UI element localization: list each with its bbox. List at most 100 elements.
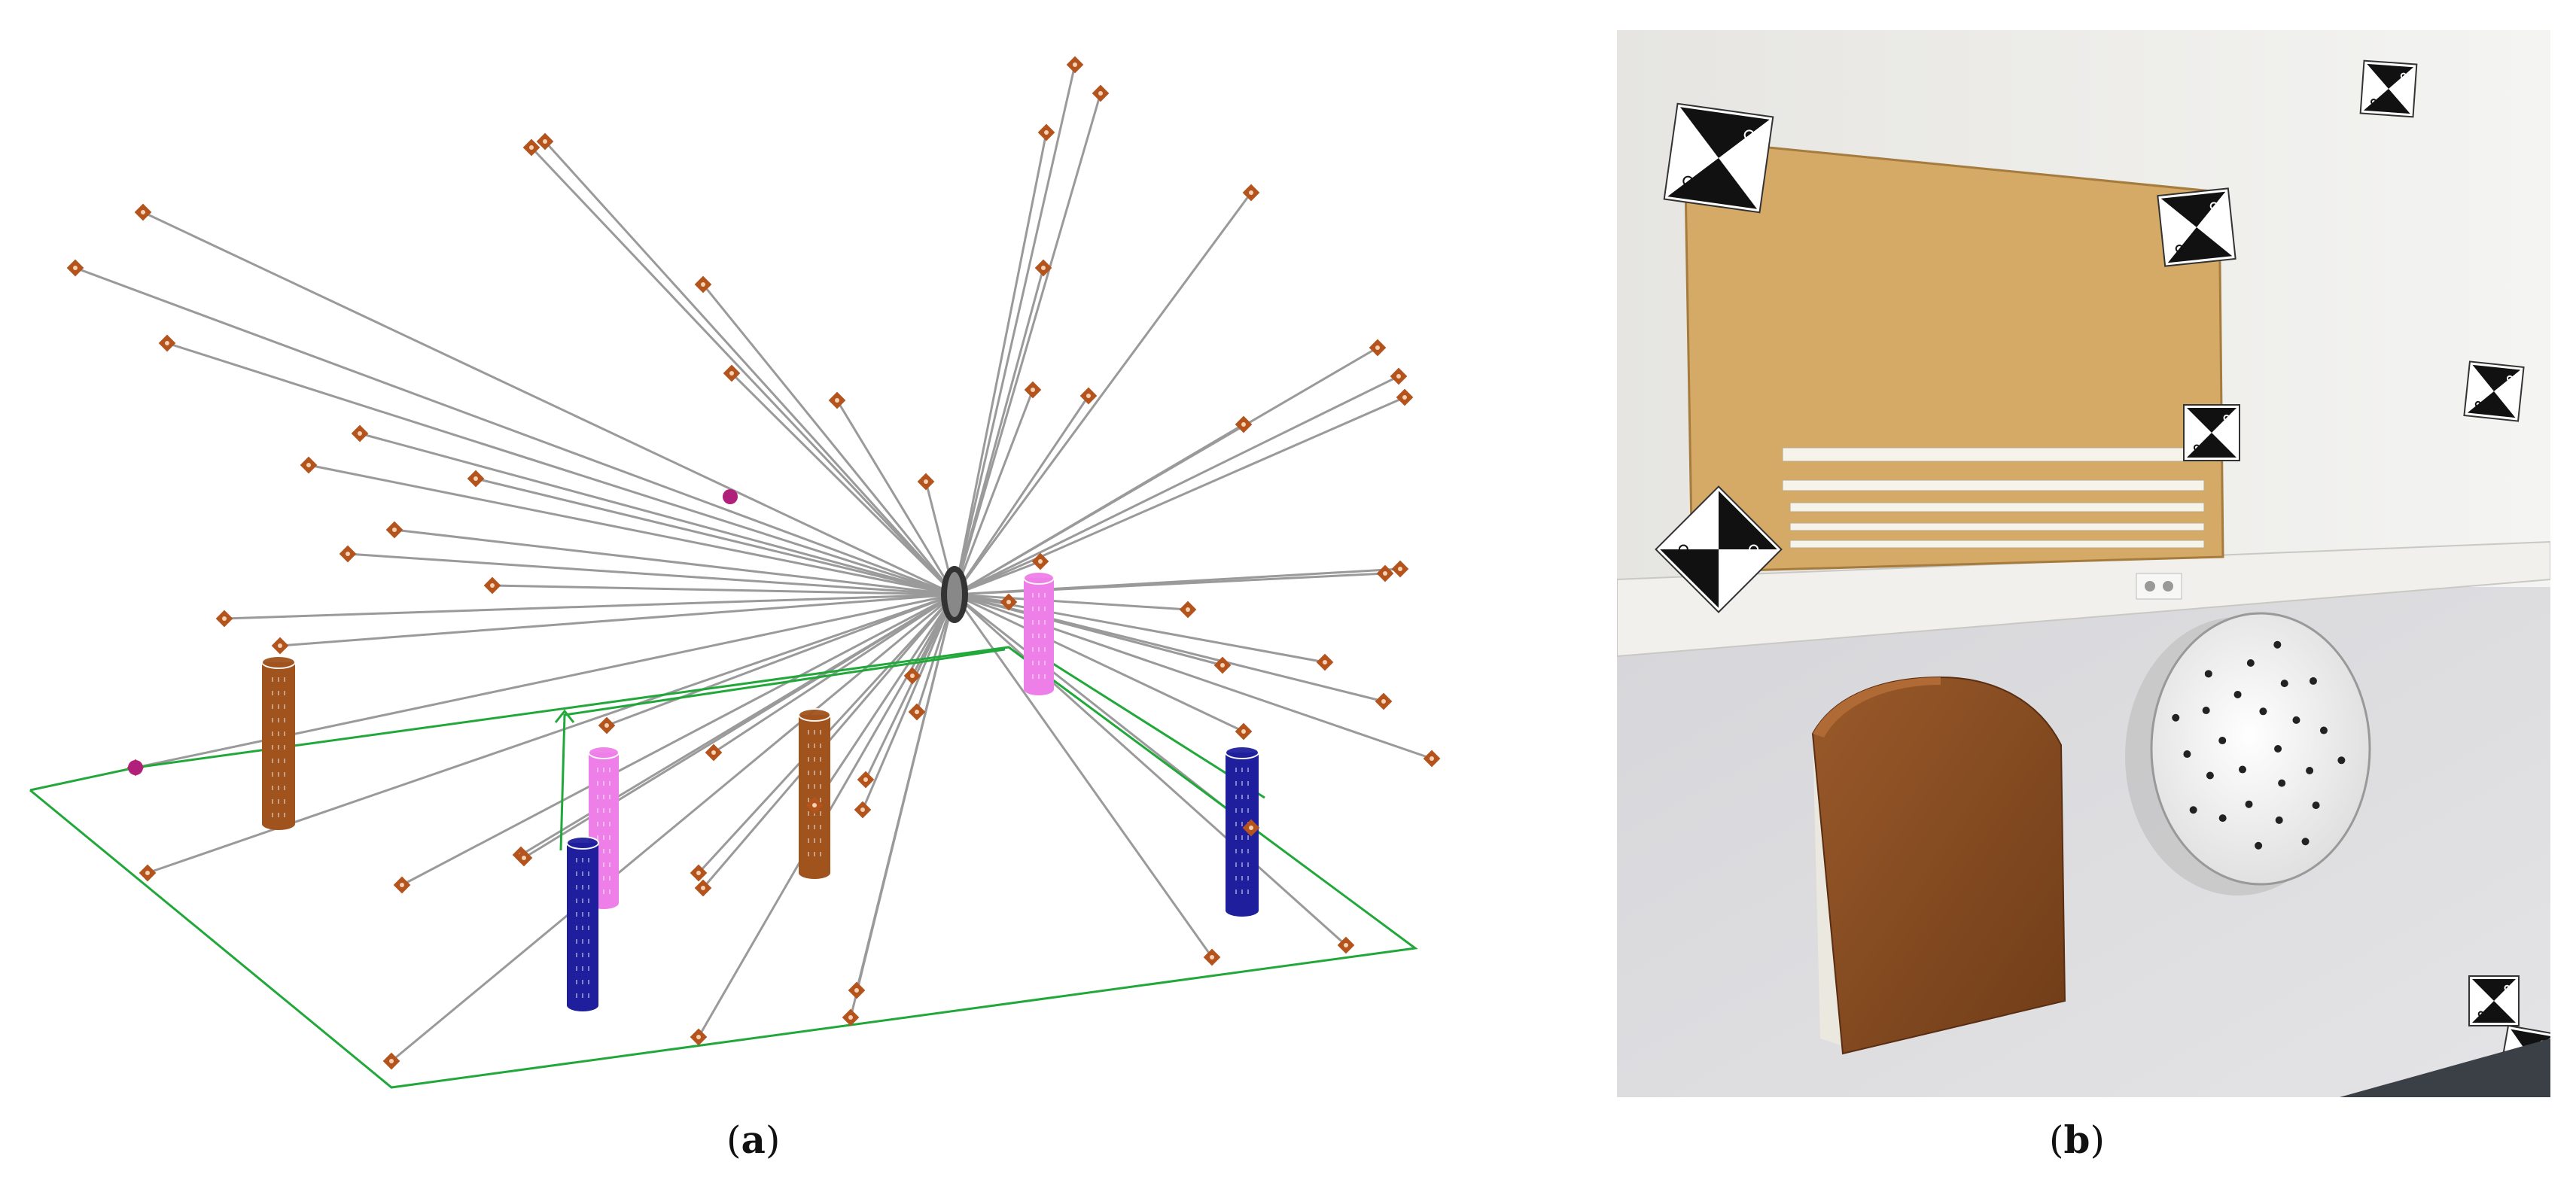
wall-ledge <box>1617 540 2550 658</box>
panel-a-simulation <box>29 56 1441 1089</box>
target-marker-icon <box>598 716 616 734</box>
target-marker-icon <box>1179 601 1197 619</box>
dish-marker-dot <box>2280 680 2288 688</box>
scan-ray <box>836 400 956 595</box>
scan-ray <box>954 593 1326 664</box>
highlight-marker-icon <box>128 760 143 775</box>
dish-marker-dot <box>2259 707 2267 716</box>
scan-ray <box>347 552 955 596</box>
scan-ray <box>308 464 955 596</box>
target-marker-icon <box>1031 552 1049 570</box>
checkerboard-target-icon <box>1663 102 1774 214</box>
scan-ray <box>954 375 1399 596</box>
plywood-board <box>1683 138 2224 573</box>
lower-wall <box>1617 587 2550 1097</box>
simulation-diagram <box>29 56 1441 1089</box>
target-marker-icon <box>1079 387 1098 405</box>
target-marker-icon <box>1390 367 1408 385</box>
checkerboard-target-icon <box>2463 360 2525 422</box>
scan-ray <box>75 266 955 596</box>
power-outlet-icon <box>2136 573 2182 600</box>
wooden-rods <box>1782 447 2205 549</box>
scan-ray <box>166 342 955 596</box>
scan-ray <box>954 560 1041 596</box>
dish-marker-dot <box>2206 771 2214 780</box>
test-wall-photo <box>1617 30 2550 1097</box>
scan-ray <box>224 593 955 620</box>
target-marker-icon <box>908 703 926 721</box>
dish-marker-dot <box>2274 745 2282 753</box>
scan-ray <box>394 528 955 596</box>
dish-marker-dot <box>2319 726 2328 734</box>
target-marker-icon <box>134 203 152 221</box>
dish-marker-dot <box>2292 716 2300 724</box>
scan-ray <box>530 146 956 596</box>
cylinders <box>261 571 1259 1011</box>
target-marker-icon <box>1034 259 1052 277</box>
scan-ray <box>702 284 956 595</box>
scan-ray <box>953 593 1347 947</box>
dish-marker-dot <box>2278 779 2286 787</box>
caption-a-close: ) <box>765 1118 781 1162</box>
target-marker-icon <box>805 796 824 814</box>
scan-ray <box>954 423 1244 596</box>
target-marker-icon <box>694 879 712 897</box>
target-marker-icon <box>1423 750 1441 768</box>
cylinder <box>261 655 296 830</box>
target-marker-icon <box>1396 388 1414 406</box>
dish-marker-dot <box>2246 658 2255 667</box>
scan-ray <box>953 389 1034 595</box>
target-marker-icon <box>158 334 176 352</box>
dish-marker-dot <box>2218 737 2227 745</box>
cylinder <box>1225 746 1259 917</box>
curved-brown-object <box>1811 676 2066 1055</box>
scan-ray <box>954 593 1189 611</box>
target-marker-icon <box>1376 564 1394 582</box>
target-marker-icon <box>857 771 875 789</box>
target-marker-icon <box>467 470 485 488</box>
dish-marker-dot <box>2301 838 2310 846</box>
dish-marker-dot <box>2204 670 2212 678</box>
scan-ray <box>475 477 955 596</box>
axis-arrow-icon <box>554 709 575 723</box>
caption-b-close: ) <box>2090 1118 2105 1162</box>
target-marker-icon <box>271 637 289 655</box>
scan-ray <box>135 593 955 769</box>
checkerboard-target-icon <box>2157 187 2236 267</box>
scan-ray <box>401 593 955 886</box>
target-marker-icon <box>483 576 501 595</box>
scan-ray <box>544 140 956 596</box>
dish-marker-dot <box>2309 677 2317 685</box>
target-marker-icon <box>917 473 935 491</box>
target-marker-icon <box>1316 653 1334 671</box>
scan-ray <box>713 593 955 754</box>
checkerboard-target-icon <box>2468 975 2520 1026</box>
target-marker-icon <box>1000 593 1018 611</box>
scan-ray <box>492 584 955 596</box>
dish-marker-dot <box>2202 706 2210 714</box>
dish-marker-dot <box>2218 814 2227 823</box>
scan-ray <box>953 132 1048 595</box>
target-marker-icon <box>1375 692 1393 710</box>
target-marker-icon <box>1235 415 1253 433</box>
scan-ray <box>953 64 1076 595</box>
target-marker-icon <box>515 849 533 867</box>
caption-a-open: ( <box>726 1118 741 1162</box>
target-marker-icon <box>1369 339 1387 357</box>
target-marker-icon <box>903 667 921 685</box>
target-marker-icon <box>690 864 708 882</box>
target-marker-icon <box>854 801 872 819</box>
checkerboard-target-icon <box>2183 404 2240 461</box>
target-marker-icon <box>842 1008 860 1026</box>
target-marker-icon <box>1066 56 1084 74</box>
panel-b-photo <box>1617 30 2550 1097</box>
scan-ray <box>953 267 1045 595</box>
scan-ray <box>606 593 955 727</box>
checkerboard-target-icon <box>2359 59 2418 118</box>
dish-marker-dot <box>2273 640 2282 649</box>
target-marker-icon <box>339 545 357 563</box>
target-marker-icon <box>848 981 866 999</box>
scanner-center-icon <box>941 566 968 623</box>
target-marker-icon <box>385 521 403 539</box>
target-marker-icon <box>139 864 157 882</box>
